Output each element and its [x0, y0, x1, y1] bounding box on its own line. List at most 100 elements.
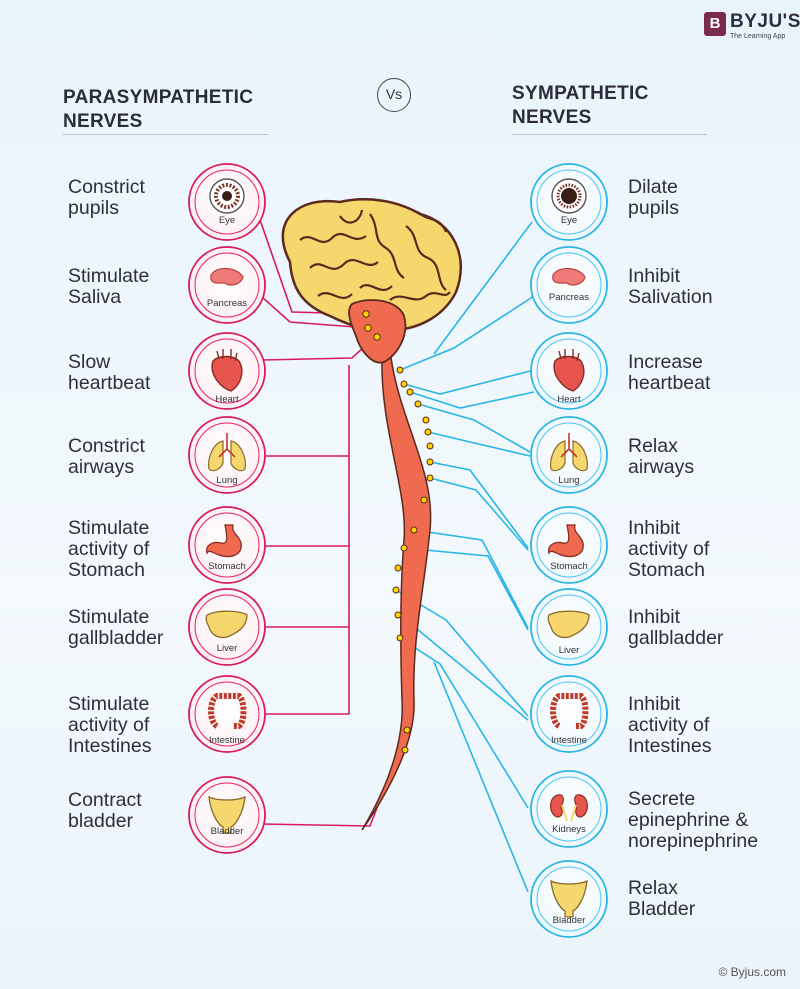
- para-effect-lung: Constrict airways: [68, 435, 145, 478]
- parasympathetic-nerve-lines: [257, 213, 408, 827]
- symp-organ-pancreas: [530, 246, 608, 324]
- para-organ-label-lung: Lung: [216, 475, 238, 486]
- liver-icon: [547, 610, 590, 639]
- symp-line-stomach-b: [429, 477, 529, 551]
- para-line-pancreas: [261, 296, 369, 329]
- symp-effect-kidneys: Secrete epinephrine & norepinephrine: [628, 788, 759, 852]
- symp-effect-stomach: Inhibit activity of Stomach: [628, 517, 710, 581]
- symp-organ-label-bladder: Bladder: [552, 915, 586, 926]
- brand-mark: B: [704, 12, 726, 36]
- parasympathetic-heading: PARASYMPATHETIC NERVES: [63, 87, 254, 132]
- intestine-icon: [208, 693, 247, 729]
- pancreas-icon: [552, 267, 586, 286]
- heart-icon: [211, 349, 243, 392]
- symp-organ-liver: [530, 588, 608, 666]
- symp-organ-label-pancreas: Pancreas: [548, 292, 590, 303]
- para-organ-stomach: [188, 506, 266, 584]
- symp-line-kidneys: [399, 637, 529, 809]
- para-organ-label-pancreas: Pancreas: [206, 298, 248, 309]
- symp-line-liver-b: [403, 547, 529, 631]
- symp-line-lung-b: [427, 431, 531, 457]
- intestine-icon: [550, 693, 589, 729]
- para-effect-liver: Stimulate gallbladder: [68, 606, 164, 649]
- left-heading-rule: [63, 134, 268, 135]
- brand-name: BYJU'S: [730, 11, 800, 32]
- para-organ-label-liver: Liver: [216, 643, 238, 654]
- bladder-icon: [208, 795, 246, 834]
- pancreas-icon: [210, 267, 244, 286]
- symp-line-lung-a: [417, 403, 531, 453]
- ganglia-dots: [362, 310, 434, 754]
- para-organ-liver: [188, 588, 266, 666]
- lung-icon: [550, 433, 588, 472]
- para-effect-intestine: Stimulate activity of Intestines: [68, 693, 152, 757]
- para-effect-pancreas: Stimulate Saliva: [68, 265, 150, 308]
- symp-organ-label-kidneys: Kidneys: [552, 824, 586, 835]
- para-organ-pancreas: [188, 246, 266, 324]
- para-organ-label-eye: Eye: [218, 215, 236, 226]
- parasympathetic-organ-circles: [188, 163, 266, 854]
- brand-tagline: The Learning App: [730, 33, 786, 40]
- para-organ-label-bladder: Bladder: [210, 826, 244, 837]
- symp-effect-eye: Dilate pupils: [628, 176, 679, 219]
- para-organ-label-heart: Heart: [215, 394, 239, 405]
- sympathetic-heading: SYMPATHETIC NERVES: [512, 83, 649, 128]
- symp-line-liver-a: [413, 529, 529, 629]
- copyright-notice: © Byjus.com: [718, 965, 786, 979]
- para-effect-heart: Slow heartbeat: [68, 351, 151, 394]
- para-organ-intestine: [188, 675, 266, 753]
- para-organ-eye: [188, 163, 266, 241]
- versus-badge: Vs: [377, 78, 411, 112]
- symp-line-pancreas: [399, 295, 535, 371]
- para-line-bladder: [261, 729, 408, 827]
- symp-line-bladder: [433, 661, 529, 893]
- symp-organ-label-liver: Liver: [558, 645, 580, 656]
- symp-organ-bladder: [530, 860, 608, 938]
- symp-organ-label-lung: Lung: [558, 475, 580, 486]
- right-heading-rule: [512, 134, 707, 135]
- brand-logo: B BYJU'S The Learning App: [704, 10, 800, 50]
- sympathetic-nerve-lines: [395, 221, 535, 893]
- para-organ-label-stomach: Stomach: [208, 561, 246, 572]
- symp-organ-lung: [530, 416, 608, 494]
- symp-line-heart-b: [409, 391, 535, 409]
- stomach-icon: [206, 524, 242, 558]
- para-effect-eye: Constrict pupils: [68, 176, 145, 219]
- symp-line-heart-a: [403, 369, 535, 395]
- lung-icon: [208, 433, 246, 472]
- symp-organ-intestine: [530, 675, 608, 753]
- para-effect-bladder: Contract bladder: [68, 789, 142, 832]
- spinal-cord: [361, 348, 432, 831]
- symp-effect-lung: Relax airways: [628, 435, 695, 478]
- para-organ-label-intestine: Intestine: [209, 735, 245, 746]
- brain-folds: [299, 209, 451, 301]
- symp-organ-stomach: [530, 506, 608, 584]
- symp-organ-label-heart: Heart: [557, 394, 581, 405]
- symp-effect-pancreas: Inhibit Salivation: [628, 265, 713, 308]
- para-organ-bladder: [188, 776, 266, 854]
- liver-icon: [205, 610, 248, 639]
- symp-organ-label-intestine: Intestine: [551, 735, 587, 746]
- bladder-icon: [550, 879, 588, 918]
- kidneys-icon: [550, 794, 588, 822]
- symp-effect-liver: Inhibit gallbladder: [628, 606, 724, 649]
- para-effect-stomach: Stimulate activity of Stomach: [68, 517, 150, 581]
- heart-icon: [553, 349, 585, 392]
- stomach-icon: [548, 524, 584, 558]
- symp-effect-heart: Increase heartbeat: [628, 351, 711, 394]
- symp-effect-intestine: Inhibit activity of Intestines: [628, 693, 712, 757]
- symp-organ-label-eye: Eye: [560, 215, 578, 226]
- symp-organ-eye: [530, 163, 608, 241]
- symp-line-stomach-a: [429, 461, 529, 549]
- symp-organ-kidneys: [530, 770, 608, 848]
- para-organ-lung: [188, 416, 266, 494]
- sympathetic-organ-circles: [530, 163, 608, 938]
- symp-line-eye: [433, 221, 533, 355]
- para-organ-heart: [188, 332, 266, 410]
- symp-organ-heart: [530, 332, 608, 410]
- para-line-trunk: [262, 365, 350, 715]
- symp-organ-label-stomach: Stomach: [550, 561, 588, 572]
- symp-effect-bladder: Relax Bladder: [628, 877, 696, 920]
